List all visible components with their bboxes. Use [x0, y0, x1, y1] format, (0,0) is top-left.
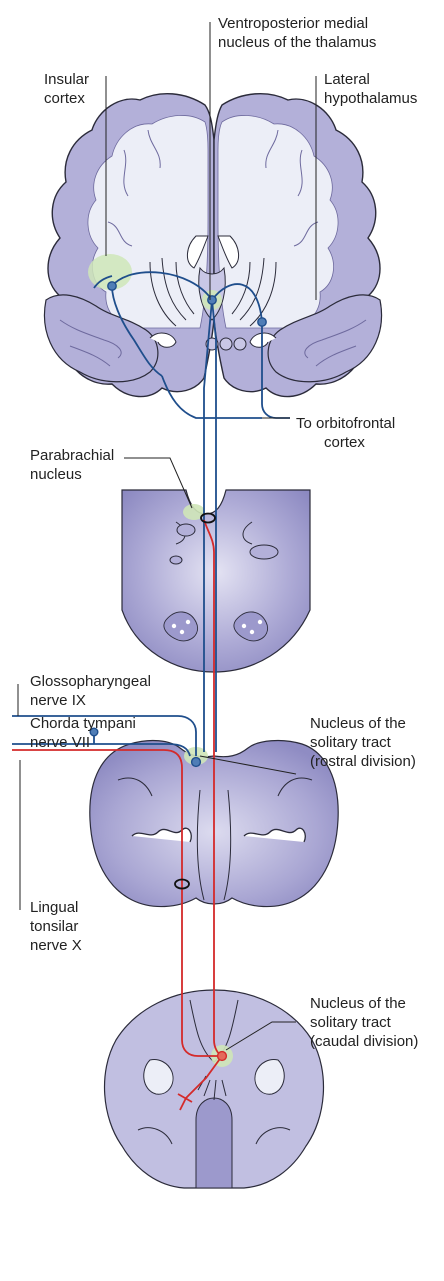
vpm-label-line-2: nucleus of the thalamus [218, 33, 376, 52]
orbitofrontal-label: To orbitofrontal cortex [296, 414, 395, 452]
insular-cortex-label: Insular cortex [44, 70, 89, 108]
insular-neuron-icon [108, 282, 116, 290]
nts-caudal-line-1: Nucleus of the [310, 994, 418, 1013]
parabrachial-label-line-1: Parabrachial [30, 446, 114, 465]
nts-caudal-line-2: solitary tract [310, 1013, 418, 1032]
nts-rostral-line-1: Nucleus of the [310, 714, 416, 733]
vpm-label-line-1: Ventroposterior medial [218, 14, 376, 33]
nts-caudal-line-3: (caudal division) [310, 1032, 418, 1051]
lingual-label-line-3: nerve X [30, 936, 82, 955]
nts-rostral-line-3: (rostral division) [310, 752, 416, 771]
lingual-label-line-1: Lingual [30, 898, 82, 917]
orbitofrontal-label-line-2: cortex [296, 433, 395, 452]
nts-rostral-line-2: solitary tract [310, 733, 416, 752]
glossopharyngeal-label: Glossopharyngeal nerve IX [30, 672, 151, 710]
insular-label-line-1: Insular [44, 70, 89, 89]
lingual-label-line-2: tonsilar [30, 917, 82, 936]
lateral-hypo-label-line-1: Lateral [324, 70, 417, 89]
insular-label-line-2: cortex [44, 89, 89, 108]
vpm-neuron-icon [208, 296, 216, 304]
coronal-brain-section [44, 94, 381, 397]
nts-rostral-neuron-icon [192, 758, 201, 767]
lateral-hypo-label-line-2: hypothalamus [324, 89, 417, 108]
nts-caudal-label: Nucleus of the solitary tract (caudal di… [310, 994, 418, 1051]
lingual-tonsilar-label: Lingual tonsilar nerve X [30, 898, 82, 955]
nts-caudal-neuron-icon [218, 1052, 227, 1061]
chorda-label-line-1: Chorda tympani [30, 714, 136, 733]
nts-rostral-label: Nucleus of the solitary tract (rostral d… [310, 714, 416, 771]
chorda-tympani-label: Chorda tympani nerve VII [30, 714, 136, 752]
parabrachial-label: Parabrachial nucleus [30, 446, 114, 484]
orbitofrontal-label-line-1: To orbitofrontal [296, 414, 395, 433]
glosso-label-line-1: Glossopharyngeal [30, 672, 151, 691]
lateral-hypothalamus-label: Lateral hypothalamus [324, 70, 417, 108]
vpm-label: Ventroposterior medial nucleus of the th… [218, 14, 376, 52]
glosso-label-line-2: nerve IX [30, 691, 151, 710]
parabrachial-label-line-2: nucleus [30, 465, 114, 484]
chorda-label-line-2: nerve VII [30, 733, 136, 752]
hypothalamus-neuron-icon [258, 318, 266, 326]
